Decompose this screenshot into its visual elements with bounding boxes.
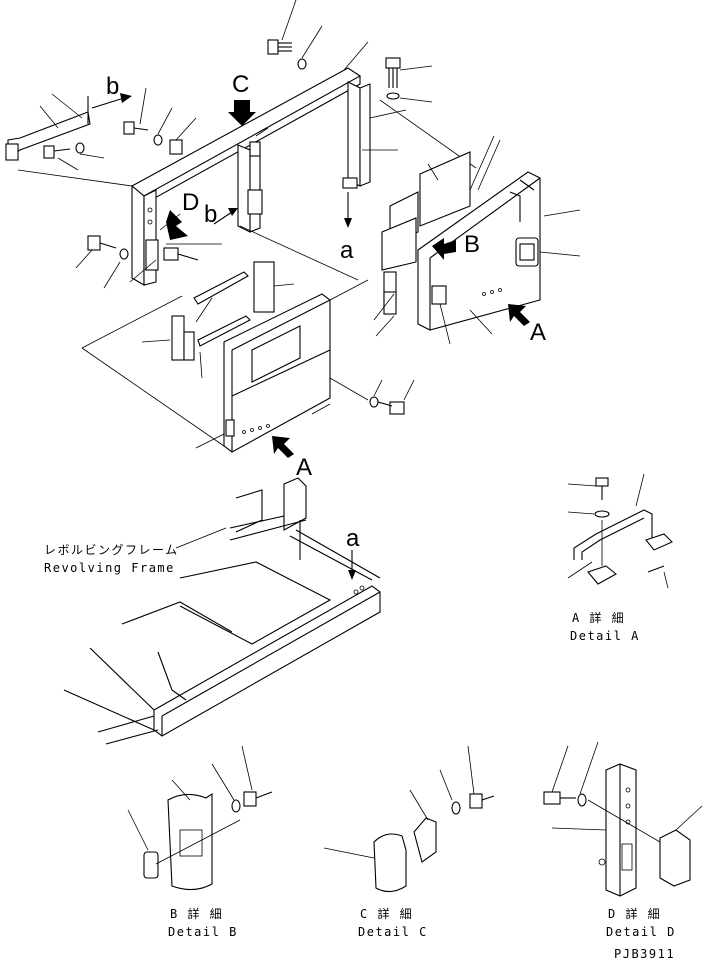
right-side-panel xyxy=(373,135,581,345)
view-a-right-label: A xyxy=(530,319,546,346)
revolving-frame-en-callout: Revolving Frame xyxy=(44,561,175,575)
detail-a-en-caption: Detail A xyxy=(570,629,640,643)
view-b-label: B xyxy=(464,231,480,258)
detail-b-jp-caption: B 詳 細 xyxy=(170,906,223,921)
ref-a-frame-label: a xyxy=(346,525,360,552)
detail-a-jp-caption: A 詳 細 xyxy=(572,610,625,625)
detail-a-drawing xyxy=(567,473,673,589)
ref-a-top-label: a xyxy=(340,237,354,264)
view-a-label: A xyxy=(296,454,312,481)
detail-d-drawing xyxy=(543,741,703,897)
detail-d-jp-caption: D 詳 細 xyxy=(608,906,661,921)
detail-c-jp-caption: C 詳 細 xyxy=(360,906,413,921)
view-c-label: C xyxy=(232,71,249,98)
view-d-label: D xyxy=(182,189,199,216)
detail-d-en-caption: Detail D xyxy=(606,925,676,939)
revolving-frame xyxy=(63,477,381,745)
revolving-frame-jp-callout: レボルビングフレーム xyxy=(44,543,179,557)
drawing-code: PJB3911 xyxy=(614,947,675,961)
detail-c-drawing xyxy=(323,745,495,893)
ref-b-mid-label: b xyxy=(204,201,217,228)
ref-b-top-label: b xyxy=(106,73,119,100)
front-panel xyxy=(81,261,415,458)
top-frame-assembly xyxy=(5,0,477,289)
detail-c-en-caption: Detail C xyxy=(358,925,428,939)
detail-b-en-caption: Detail B xyxy=(168,925,238,939)
detail-b-drawing xyxy=(127,745,273,891)
